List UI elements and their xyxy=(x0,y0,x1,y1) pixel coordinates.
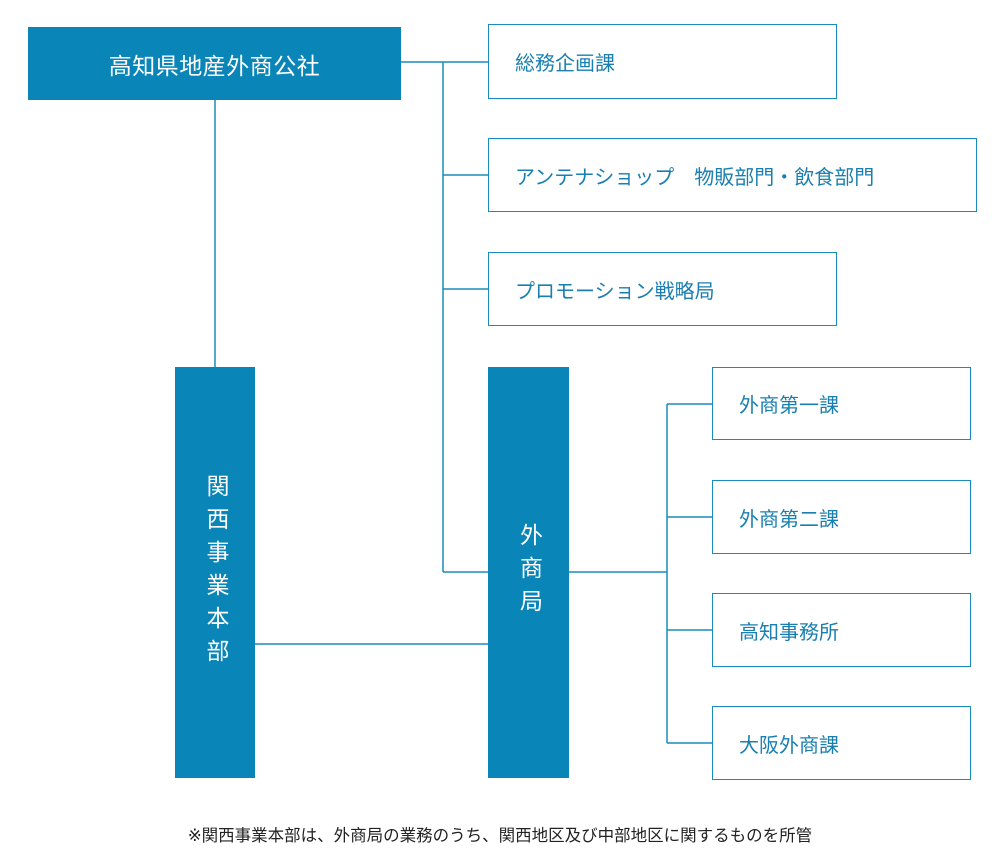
node-gaisho-label: 外商局 xyxy=(515,523,542,622)
node-gaisho-dai1: 外商第一課 xyxy=(712,367,971,440)
node-dai1-label: 外商第一課 xyxy=(739,393,839,417)
node-somu: 総務企画課 xyxy=(488,24,837,99)
node-promotion: プロモーション戦略局 xyxy=(488,252,837,326)
node-antenna-shop: アンテナショップ 物販部門・飲食部門 xyxy=(488,138,977,212)
node-gaisho-dai2: 外商第二課 xyxy=(712,480,971,554)
node-kochi-label: 高知事務所 xyxy=(739,619,839,644)
node-dai2-label: 外商第二課 xyxy=(739,506,839,531)
node-kansai-label: 関西事業本部 xyxy=(202,473,228,672)
node-osaka-gaisho: 大阪外商課 xyxy=(712,706,971,780)
node-top-organization: 高知県地産外商公社 xyxy=(28,27,401,100)
node-promotion-label: プロモーション戦略局 xyxy=(515,278,715,303)
node-kansai-headquarters: 関西事業本部 xyxy=(175,367,255,778)
footnote: ※関西事業本部は、外商局の業務のうち、関西地区及び中部地区に関するものを所管 xyxy=(187,826,813,845)
node-top-label: 高知県地産外商公社 xyxy=(108,53,321,80)
node-osaka-label: 大阪外商課 xyxy=(739,732,839,757)
node-kochi-office: 高知事務所 xyxy=(712,593,971,667)
node-antenna-label: アンテナショップ 物販部門・飲食部門 xyxy=(515,164,875,189)
node-somu-label: 総務企画課 xyxy=(515,51,615,75)
node-gaisho-bureau: 外商局 xyxy=(488,367,569,778)
